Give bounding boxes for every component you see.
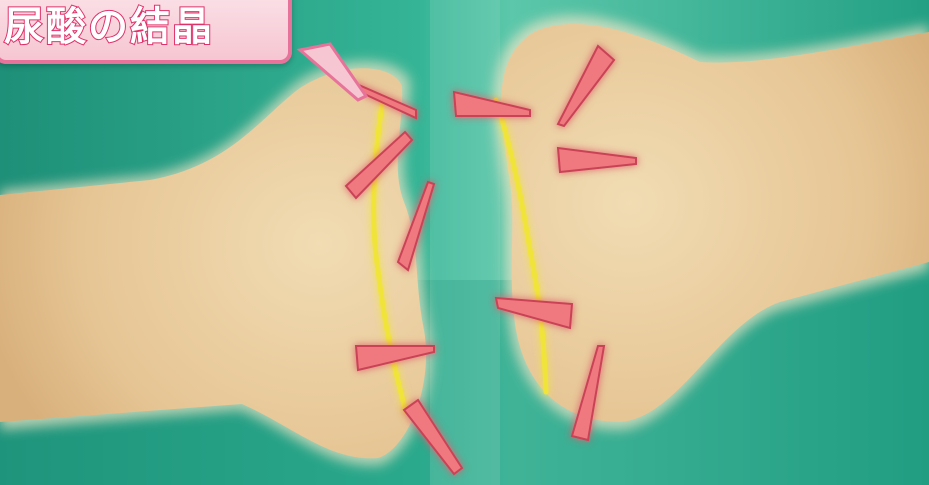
caption-title: 尿酸の結晶 — [4, 0, 214, 52]
background-stripe — [430, 0, 500, 485]
caption-box: 尿酸の結晶 — [0, 0, 292, 64]
